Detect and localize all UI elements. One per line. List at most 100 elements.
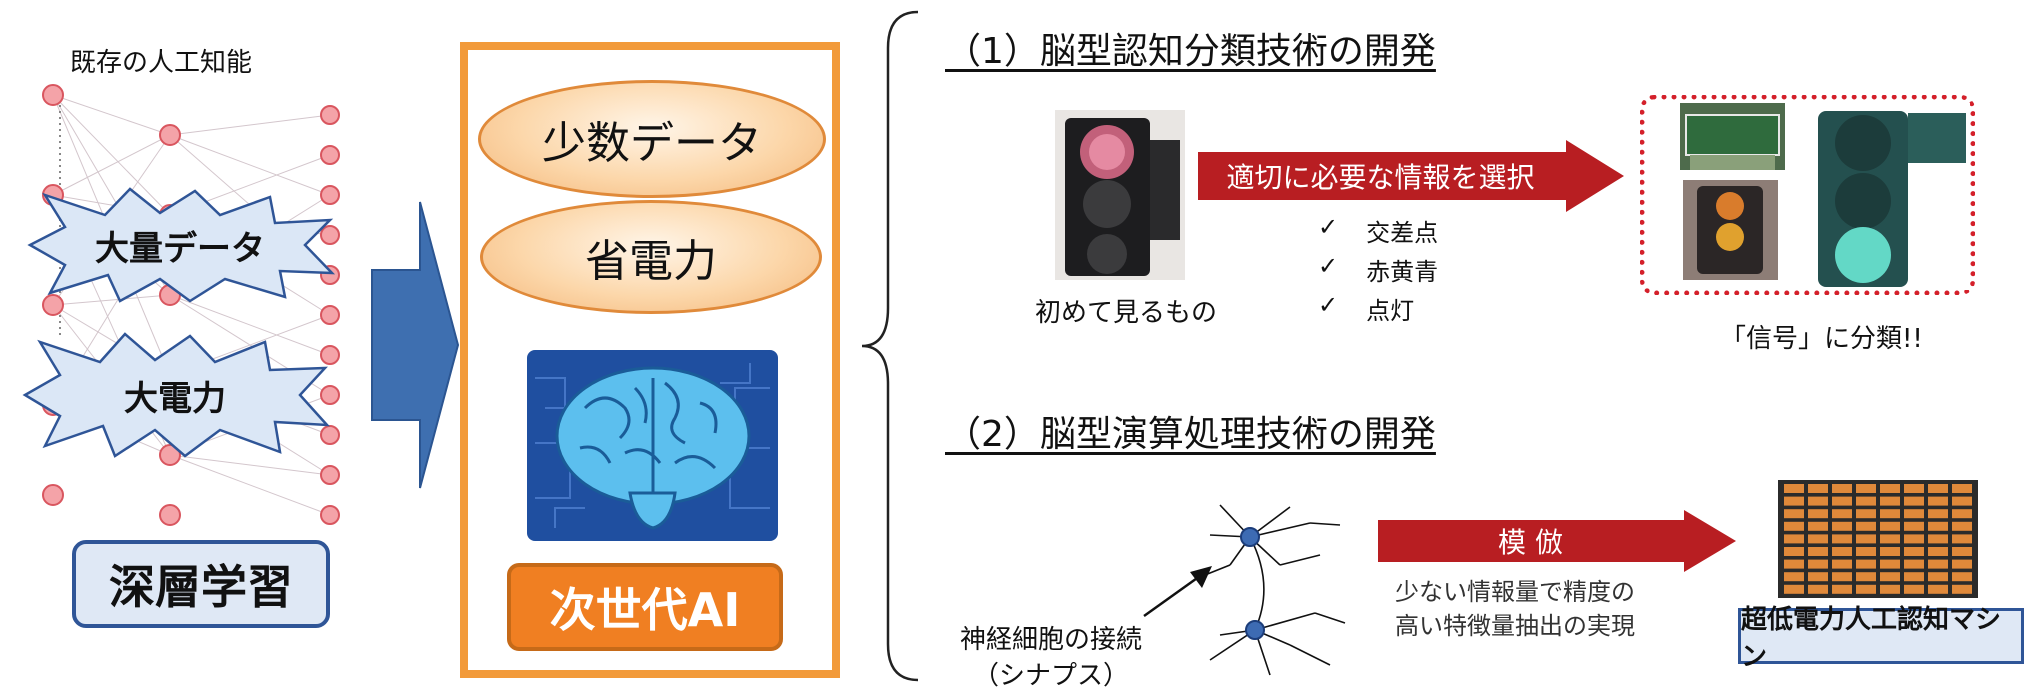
chip-cell: [1808, 496, 1828, 506]
chip-cell: [1928, 572, 1948, 582]
chip-cell: [1904, 484, 1924, 493]
imitate-caption: 少ない情報量で精度の 高い特徴量抽出の実現: [1395, 578, 1635, 640]
check-item: ✓交差点: [1318, 213, 1439, 247]
chip-cell: [1784, 496, 1804, 506]
next-gen-ai-badge: 次世代AI: [507, 563, 783, 651]
chip-cell: [1856, 559, 1876, 569]
check-icon: ✓: [1318, 252, 1339, 280]
chip-cell: [1904, 572, 1924, 582]
chip-cell: [1808, 584, 1828, 594]
bicycle-signal-image: [1055, 110, 1185, 280]
chip-cell: [1904, 559, 1924, 569]
curly-brace-icon: [861, 10, 919, 682]
chip-cell: [1832, 521, 1852, 531]
chip-cell: [1952, 496, 1972, 506]
red-arrow-imitate-icon: [1378, 510, 1736, 572]
red-arrow-select-icon: [1198, 140, 1624, 212]
chip-cell: [1832, 534, 1852, 544]
chip-cell: [1928, 521, 1948, 531]
chip-cell: [1880, 584, 1900, 594]
chip-cell: [1880, 559, 1900, 569]
chip-cell: [1856, 496, 1876, 506]
chip-cell: [1784, 584, 1804, 594]
burst-shape-large-data: [27, 187, 336, 303]
chip-cell: [1928, 484, 1948, 493]
chip-cell: [1880, 496, 1900, 506]
burst-label-high-power: 大電力: [124, 378, 226, 419]
chip-cell: [1928, 559, 1948, 569]
yellow-signal-image: [1683, 180, 1778, 280]
brain-icon: [527, 350, 778, 541]
next-gen-ai-frame: [460, 42, 840, 678]
chip-cell: [1784, 534, 1804, 544]
chip-cell: [1928, 534, 1948, 544]
chip-cell: [1808, 572, 1828, 582]
chip-cell: [1808, 534, 1828, 544]
chip-cell: [1784, 559, 1804, 569]
neuron-caption: 神経細胞の接続 （シナプス）: [960, 625, 1143, 691]
neuron-synapse-icon: [1204, 504, 1346, 676]
chip-cell: [1904, 496, 1924, 506]
check-icon: ✓: [1318, 213, 1339, 241]
low-power-pill: 省電力: [480, 200, 822, 314]
check-icon: ✓: [1318, 291, 1339, 319]
feature-checklist: ✓交差点 ✓赤黄青 ✓点灯: [1318, 213, 1438, 326]
few-data-pill: 少数データ: [478, 80, 826, 198]
chip-cell: [1832, 584, 1852, 594]
green-signal-image: [1800, 103, 1970, 290]
chip-cell: [1952, 521, 1972, 531]
burst-label-large-data: 大量データ: [95, 228, 265, 269]
chip-cell: [1880, 521, 1900, 531]
chip-cell: [1904, 521, 1924, 531]
first-seen-caption: 初めて見るもの: [1035, 298, 1218, 328]
chip-cell: [1904, 509, 1924, 519]
classified-signals-box: [1640, 95, 1975, 295]
chip-grid-icon: [1778, 480, 1978, 598]
chip-cell: [1880, 484, 1900, 493]
chip-cell: [1784, 521, 1804, 531]
chip-cell: [1904, 534, 1924, 544]
chip-cell: [1832, 496, 1852, 506]
chip-cell: [1952, 484, 1972, 493]
big-arrow-right-icon: [371, 201, 460, 489]
chip-cell: [1952, 584, 1972, 594]
chip-cell: [1880, 572, 1900, 582]
chip-cell: [1856, 547, 1876, 556]
chip-cell: [1808, 521, 1828, 531]
section1-title: （1）脳型認知分類技術の開発: [945, 31, 1436, 72]
chip-cell: [1952, 572, 1972, 582]
chip-cell: [1832, 572, 1852, 582]
chip-cell: [1784, 547, 1804, 556]
chip-cell: [1928, 496, 1948, 506]
chip-cell: [1904, 584, 1924, 594]
chip-cell: [1880, 534, 1900, 544]
chip-cell: [1808, 547, 1828, 556]
intersection-sign-image: [1680, 103, 1785, 170]
chip-cell: [1856, 521, 1876, 531]
imitate-label: 模 倣: [1498, 526, 1563, 559]
classified-as-signal-caption: 「信号」に分類!!: [1720, 324, 1923, 354]
chip-cell: [1856, 534, 1876, 544]
chip-cell: [1856, 484, 1876, 493]
chip-cell: [1928, 584, 1948, 594]
chip-cell: [1832, 547, 1852, 556]
ultra-low-power-machine-label: 超低電力人工認知マシン: [1738, 605, 2024, 672]
chip-cell: [1832, 559, 1852, 569]
chip-cell: [1784, 484, 1804, 493]
chip-cell: [1856, 572, 1876, 582]
section2-title: （2）脳型演算処理技術の開発: [945, 414, 1436, 455]
chip-cell: [1952, 534, 1972, 544]
chip-cell: [1952, 559, 1972, 569]
check-item: ✓赤黄青: [1318, 252, 1439, 286]
chip-cell: [1952, 509, 1972, 519]
chip-cell: [1880, 509, 1900, 519]
deep-learning-badge: 深層学習: [72, 540, 330, 628]
select-info-label: 適切に必要な情報を選択: [1226, 161, 1535, 194]
check-item: ✓点灯: [1318, 291, 1415, 325]
chip-cell: [1808, 484, 1828, 493]
pointer-arrow-icon: [1143, 566, 1212, 618]
chip-cell: [1784, 572, 1804, 582]
chip-cell: [1808, 509, 1828, 519]
chip-cell: [1928, 509, 1948, 519]
chip-cell: [1808, 559, 1828, 569]
